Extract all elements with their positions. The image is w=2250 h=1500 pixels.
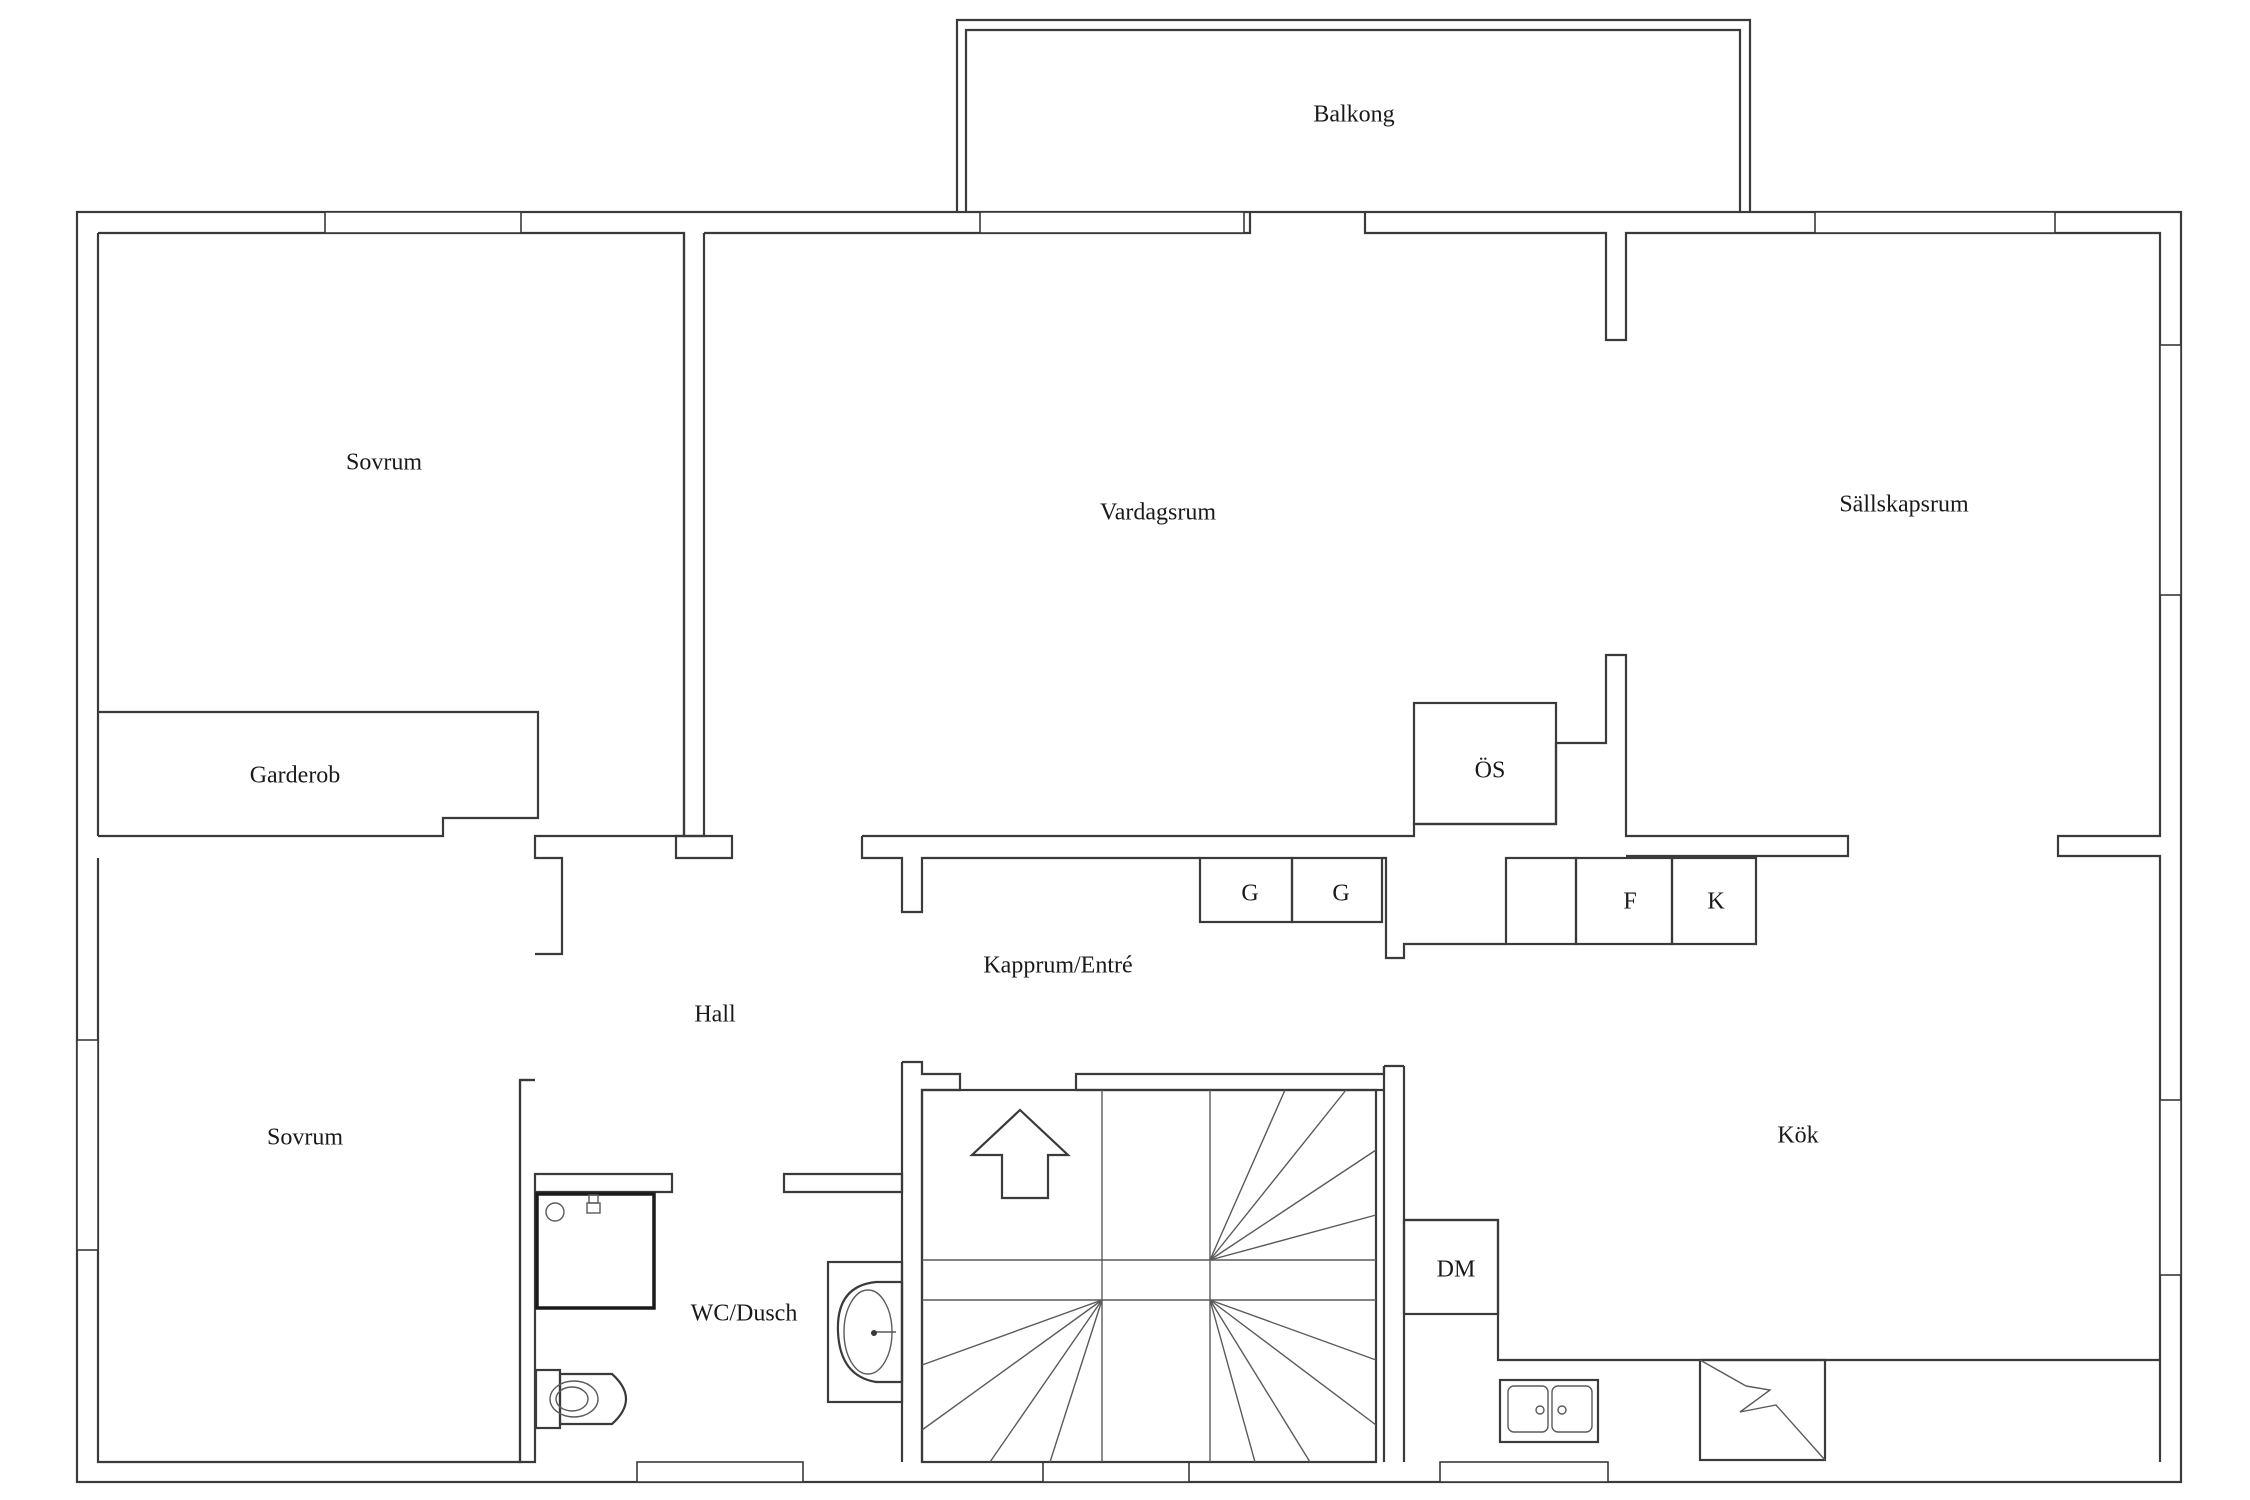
room-label-wardrobe: Garderob bbox=[250, 763, 341, 789]
closet-label-k: K bbox=[1707, 889, 1725, 915]
staircase bbox=[920, 1088, 1378, 1464]
room-label-fireplace: ÖS bbox=[1475, 758, 1506, 784]
shower-icon bbox=[535, 1192, 656, 1310]
room-label-lounge: Sällskapsrum bbox=[1839, 492, 1969, 518]
room-label-hall: Hall bbox=[694, 1002, 736, 1028]
dishwasher-box bbox=[1402, 1218, 1500, 1316]
room-label-bedroom-bottom: Sovrum bbox=[267, 1125, 343, 1151]
windows bbox=[76, 211, 2182, 1483]
room-label-balcony: Balkong bbox=[1313, 102, 1394, 128]
room-label-kitchen: Kök bbox=[1777, 1123, 1818, 1149]
room-label-bedroom-top: Sovrum bbox=[346, 450, 422, 476]
room-label-entrance: Kapprum/Entré bbox=[983, 953, 1132, 979]
interior-walls bbox=[98, 233, 2160, 1464]
room-label-bathroom: WC/Dusch bbox=[691, 1301, 798, 1327]
toilet-icon bbox=[534, 1368, 627, 1430]
fireplace-box bbox=[1412, 701, 1558, 826]
balcony bbox=[955, 18, 1752, 212]
stove-icon bbox=[1698, 1358, 1827, 1462]
closet-label-f: F bbox=[1623, 889, 1636, 915]
closet-label-g1: G bbox=[1241, 881, 1258, 907]
closets bbox=[1198, 856, 1758, 946]
stair-arrow-icon bbox=[969, 1108, 1071, 1200]
washbasin-icon bbox=[826, 1260, 904, 1404]
room-label-living: Vardagsrum bbox=[1100, 500, 1216, 526]
double-sink-icon bbox=[1498, 1378, 1600, 1444]
outer-walls bbox=[75, 210, 2183, 1484]
room-label-dishwasher: DM bbox=[1437, 1257, 1476, 1283]
closet-label-g2: G bbox=[1332, 881, 1349, 907]
